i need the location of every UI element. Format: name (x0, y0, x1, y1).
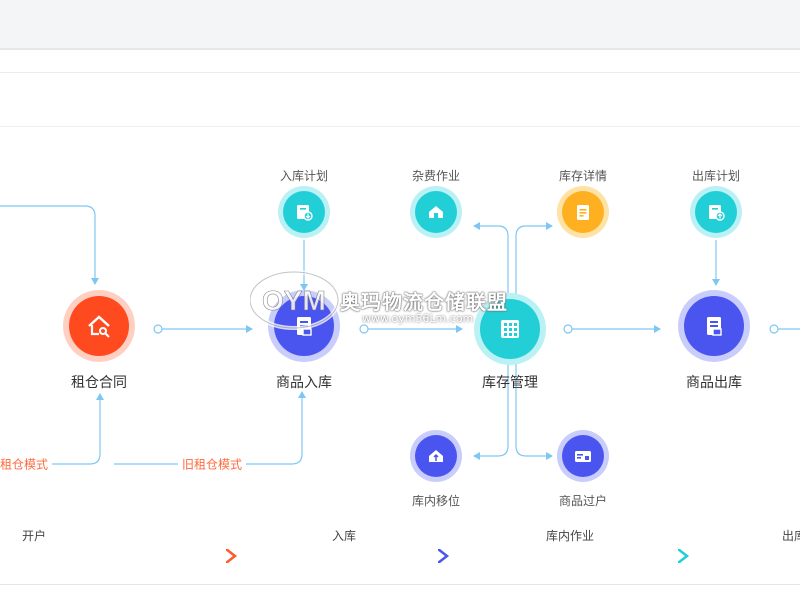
phase-in-warehouse-label: 库内作业 (545, 529, 595, 543)
phase-outbound-label: 出库 (782, 529, 800, 543)
in-move-node[interactable] (410, 430, 462, 482)
inbound-label: 商品入库 (276, 375, 332, 391)
phase-open-label: 开户 (21, 529, 47, 543)
bottom-divider (0, 584, 800, 585)
outbound-plan-node[interactable] (690, 186, 742, 238)
panel-top-border (0, 72, 800, 73)
watermark-logo-text: OYM (262, 285, 326, 316)
transfer-label: 商品过户 (558, 494, 608, 508)
clipboard-download-icon (297, 205, 313, 221)
stock-detail-node[interactable] (557, 186, 609, 238)
transfer-node[interactable] (557, 430, 609, 482)
clipboard-upload-icon (709, 205, 725, 221)
inventory-node[interactable] (474, 293, 546, 365)
inbound-plan-label: 入库计划 (279, 169, 329, 183)
watermark-url: www.oym56Lm.com (362, 312, 474, 325)
top-bar-divider (0, 48, 800, 50)
watermark-text: 奥玛物流仓储联盟 (340, 290, 508, 314)
inbound-plan-node[interactable] (278, 186, 330, 238)
document-icon (707, 317, 722, 336)
outbound-plan-label: 出库计划 (691, 169, 741, 183)
contract-node[interactable] (63, 290, 135, 362)
watermark-logo: OYM (250, 270, 340, 330)
misc-fee-node[interactable] (410, 186, 462, 238)
in-move-label: 库内移位 (411, 494, 461, 508)
contract-label: 租仓合同 (71, 375, 127, 391)
new-mode-label: 新租仓模式 (0, 455, 53, 473)
grid-icon (501, 320, 519, 338)
phase-inbound-label: 入库 (331, 529, 357, 543)
stock-detail-label: 库存详情 (558, 169, 608, 183)
outbound-label: 商品出库 (686, 375, 742, 391)
inventory-label: 库存管理 (482, 375, 538, 391)
misc-fee-label: 杂费作业 (411, 169, 461, 183)
house-key-icon (88, 315, 110, 338)
panel-header-divider (0, 126, 800, 127)
top-bar (0, 0, 800, 48)
house-arrow-icon (429, 450, 443, 462)
notepad-icon (577, 205, 589, 220)
old-mode-label: 旧租仓模式 (177, 455, 247, 473)
outbound-node[interactable] (678, 290, 750, 362)
card-icon (575, 451, 591, 462)
house-icon (429, 206, 443, 218)
